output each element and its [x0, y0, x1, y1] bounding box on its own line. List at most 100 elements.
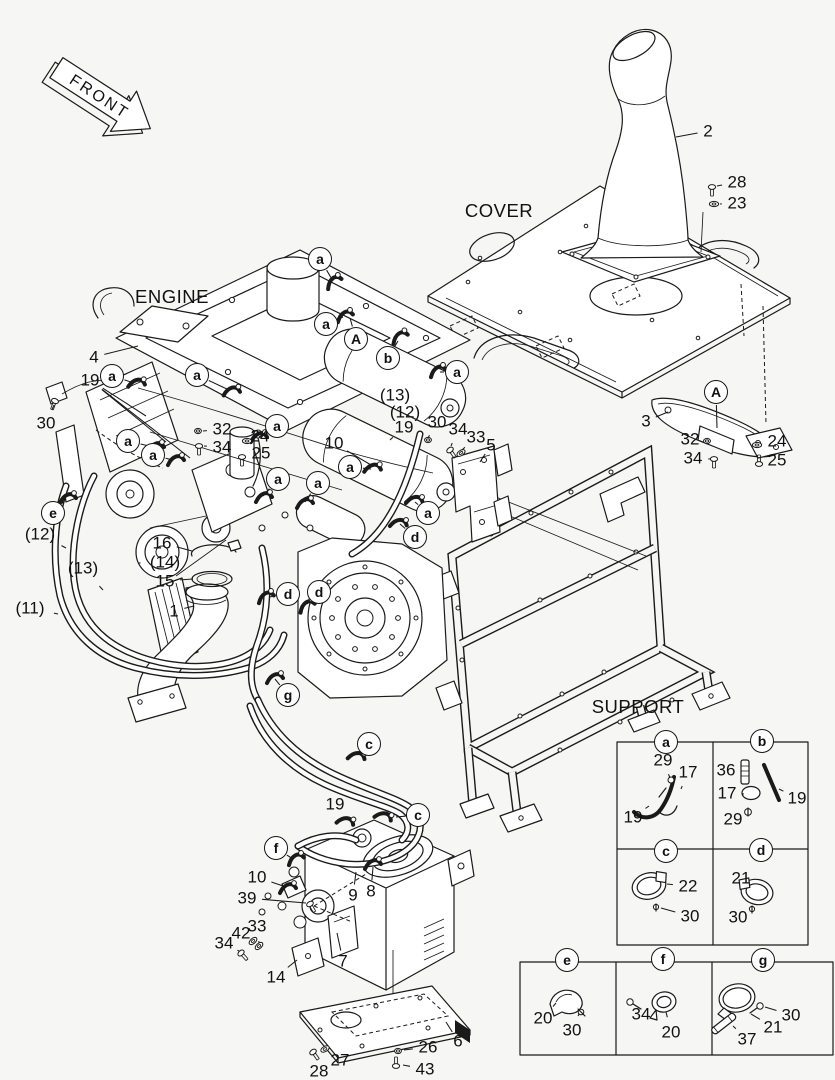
- part-callout-22: 22: [678, 876, 698, 896]
- part-callout-4: 4: [89, 347, 99, 367]
- part-callout-9: 9: [348, 885, 358, 905]
- part-callout-24: 24: [767, 431, 787, 451]
- part-callout-(13): (13): [379, 385, 411, 405]
- part-callout-3: 3: [641, 411, 651, 431]
- detail-f-part: [626, 991, 677, 1021]
- part-callout-6: 6: [453, 1031, 463, 1051]
- part-callout-19: 19: [787, 788, 807, 808]
- detail-ref-a: a: [314, 312, 338, 336]
- detail-ref-a: a: [266, 467, 290, 491]
- detail-ref-g: g: [276, 683, 300, 707]
- part-callout-(13): (13): [67, 558, 99, 578]
- part-callout-28: 28: [309, 1061, 329, 1080]
- detail-ref-c: c: [654, 839, 678, 863]
- detail-ref-f: f: [264, 836, 288, 860]
- detail-ref-d: d: [307, 580, 331, 604]
- part-callout-24: 24: [250, 426, 270, 446]
- part-callout-34: 34: [683, 448, 703, 468]
- detail-ref-a: a: [185, 363, 209, 387]
- detail-ref-a: a: [416, 501, 440, 525]
- detail-a-part: [632, 775, 678, 820]
- exhaust-stack: [561, 28, 721, 283]
- part-callout-34: 34: [448, 419, 468, 439]
- part-callout-15: 15: [155, 571, 175, 591]
- detail-ref-e: e: [41, 501, 65, 525]
- detail-ref-d: d: [276, 582, 300, 606]
- part-callout-33: 33: [247, 916, 267, 936]
- detail-d-part: [738, 877, 774, 914]
- detail-ref-f: f: [651, 947, 675, 971]
- detail-ref-a: a: [445, 360, 469, 384]
- detail-ref-a: a: [338, 455, 362, 479]
- part-callout-37: 37: [737, 1029, 757, 1049]
- part-callout-(12): (12): [389, 402, 421, 422]
- part-callout-14: 14: [266, 967, 286, 987]
- coolant-hoses: [51, 430, 424, 868]
- engine-assembly: [45, 249, 471, 723]
- part-callout-16: 16: [152, 533, 172, 553]
- part-callout-10: 10: [247, 867, 267, 887]
- part-callout-19: 19: [80, 370, 100, 390]
- part-callout-30: 30: [781, 1005, 801, 1025]
- part-callout-30: 30: [427, 412, 447, 432]
- flywheel-housing: [297, 537, 448, 699]
- part-callout-28: 28: [727, 172, 747, 192]
- detail-ref-a: a: [306, 471, 330, 495]
- leader-lines: [51, 132, 784, 1067]
- part-callout-33: 33: [466, 427, 486, 447]
- part-callout-25: 25: [767, 450, 787, 470]
- detail-ref-b: b: [376, 346, 400, 370]
- part-callout-43: 43: [415, 1059, 435, 1079]
- part-callout-7: 7: [338, 951, 348, 971]
- part-callout-(12): (12): [24, 524, 56, 544]
- cover-handle-front: [473, 334, 580, 369]
- part-callout-29: 29: [653, 750, 673, 770]
- detail-ref-a: a: [654, 730, 678, 754]
- part-callout-32: 32: [680, 429, 700, 449]
- cover-section-label: COVER: [464, 200, 534, 221]
- part-callout-20: 20: [661, 1022, 681, 1042]
- detail-ref-c: c: [357, 732, 381, 756]
- part-callout-30: 30: [728, 907, 748, 927]
- part-callout-2: 2: [703, 121, 713, 141]
- part-callout-19: 19: [394, 417, 414, 437]
- part-callout-25: 25: [251, 443, 271, 463]
- part-callout-34: 34: [212, 437, 232, 457]
- part-callout-19: 19: [623, 807, 643, 827]
- part-callout-42: 42: [231, 923, 251, 943]
- detail-ref-A: A: [344, 327, 368, 351]
- hose-clamp-16: [190, 539, 242, 557]
- support-section-label: SUPPORT: [591, 696, 685, 717]
- part-callout-8: 8: [366, 881, 376, 901]
- part-callout-34: 34: [631, 1004, 651, 1024]
- detail-grid-1: [616, 741, 809, 946]
- bracket-5: [451, 443, 513, 543]
- part-callout-(11): (11): [15, 598, 45, 618]
- detail-b-part: [740, 759, 781, 817]
- detail-ref-b: b: [750, 729, 774, 753]
- detail-grid-2: [519, 961, 834, 1056]
- detail-e-part: [549, 989, 586, 1017]
- part-callout-30: 30: [562, 1020, 582, 1040]
- engine-section-label: ENGINE: [135, 286, 209, 307]
- base-plate-6: [299, 985, 471, 1064]
- part-callout-23: 23: [727, 193, 747, 213]
- cover-plate: [427, 185, 791, 425]
- detail-ref-A: A: [704, 380, 728, 404]
- detail-ref-c: c: [406, 803, 430, 827]
- part-callout-5: 5: [486, 435, 496, 455]
- part-callout-(14): (14): [149, 552, 181, 572]
- detail-ref-d: d: [403, 525, 427, 549]
- support-frame: [432, 444, 731, 833]
- part-callout-34: 34: [214, 933, 234, 953]
- detail-c-part: [631, 870, 667, 912]
- detail-ref-a: a: [308, 247, 332, 271]
- mounting-bracket-3: [651, 397, 793, 459]
- detail-ref-g: g: [751, 948, 775, 972]
- part-callout-20: 20: [533, 1008, 553, 1028]
- part-callout-39: 39: [237, 888, 257, 908]
- part-callout-36: 36: [716, 760, 736, 780]
- part-callout-1: 1: [169, 601, 179, 621]
- part-callout-10: 10: [324, 433, 344, 453]
